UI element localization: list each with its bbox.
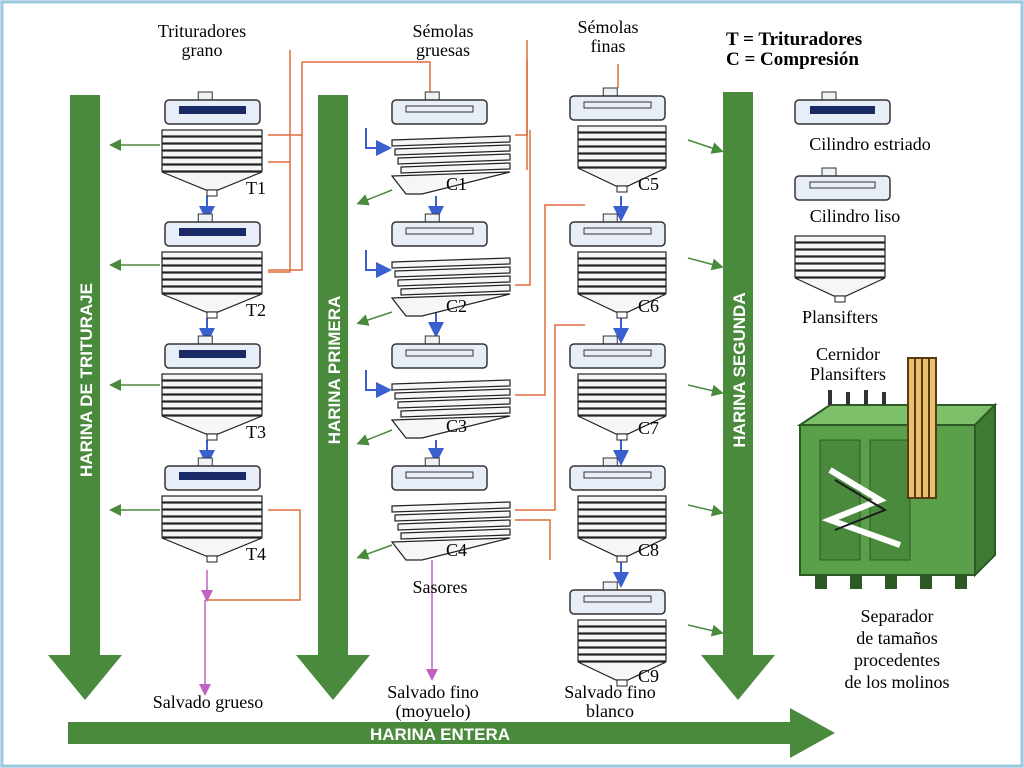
- band-label-entera: HARINA ENTERA: [370, 725, 510, 744]
- cernidor-machine-illustration: [796, 357, 998, 589]
- machine-label-t: T3: [246, 422, 266, 442]
- machine-label-c: C7: [638, 418, 659, 438]
- trituradora-machine: [161, 457, 263, 563]
- band-label-primera: HARINA PRIMERA: [325, 296, 344, 445]
- label-salvado-fino: Salvado fino: [387, 682, 479, 702]
- machine-label-c: C1: [446, 174, 467, 194]
- band-harina-trituraje: HARINA DE TRITURAJE: [48, 95, 122, 700]
- machine-label-c: C4: [446, 540, 467, 560]
- trituradora-machine: [161, 213, 263, 319]
- machine-label-c: C6: [638, 296, 659, 316]
- band-label-segunda: HARINA SEGUNDA: [730, 292, 749, 447]
- machine-label-t: T1: [246, 178, 266, 198]
- header-grano: grano: [182, 40, 223, 60]
- machine-label-c: C2: [446, 296, 467, 316]
- compresion-machine: [390, 457, 511, 561]
- machine-label-c: C3: [446, 416, 467, 436]
- legend-plansifters: Plansifters: [802, 307, 878, 327]
- legend-cilindro-estriado: Cilindro estriado: [809, 134, 930, 154]
- legend-separador-2: de tamaños: [856, 628, 937, 648]
- header-semolas-finas-2: finas: [591, 36, 626, 56]
- legend-cilindro-liso-icon: [794, 167, 891, 201]
- header-semolas-finas-1: Sémolas: [578, 17, 639, 37]
- legend-cernidor: Cernidor: [816, 344, 880, 364]
- compresion-machine: [390, 335, 511, 439]
- compresion-machine: [569, 335, 667, 441]
- legend-cernidor-plansifters: Plansifters: [810, 364, 886, 384]
- label-moyuelo: (moyuelo): [396, 701, 471, 722]
- trituradora-machine: [161, 335, 263, 441]
- compresion-machine: [390, 213, 511, 317]
- band-label-trituraje: HARINA DE TRITURAJE: [77, 283, 96, 477]
- label-salvado-fino-blanco-2: blanco: [586, 701, 634, 721]
- compresion-machine: [390, 91, 511, 195]
- machine-label-c: C5: [638, 174, 659, 194]
- label-sasores: Sasores: [413, 577, 468, 597]
- legend-plansifter-icon: [794, 235, 886, 303]
- label-salvado-fino-blanco-1: Salvado fino: [564, 682, 656, 702]
- compresion-machine: [569, 213, 667, 319]
- band-harina-entera: HARINA ENTERA: [68, 708, 835, 758]
- band-harina-segunda: HARINA SEGUNDA: [701, 92, 775, 700]
- header-trituradores: Trituradores: [158, 21, 246, 41]
- magenta-bran-arrows: [199, 560, 438, 696]
- legend-separador-3: procedentes: [854, 650, 940, 670]
- compresion-machine: [569, 87, 667, 193]
- machine-label-t: T2: [246, 300, 266, 320]
- header-semolas-gruesas-1: Sémolas: [413, 21, 474, 41]
- orange-feed-lines: [205, 40, 619, 601]
- header-semolas-gruesas-2: gruesas: [416, 40, 470, 60]
- legend-separador-1: Separador: [861, 606, 934, 626]
- label-salvado-grueso: Salvado grueso: [153, 692, 263, 712]
- machine-label-c: C8: [638, 540, 659, 560]
- legend-cilindro-liso: Cilindro liso: [810, 206, 901, 226]
- band-harina-primera: HARINA PRIMERA: [296, 95, 370, 700]
- green-flour-arrows: [109, 139, 724, 637]
- trituradora-machine: [161, 91, 263, 197]
- legend-cilindro-estriado-icon: [794, 91, 891, 125]
- compresion-machine: [569, 581, 667, 687]
- compresion-machine: [569, 457, 667, 563]
- machine-label-c: C9: [638, 666, 659, 686]
- machine-label-t: T4: [246, 544, 266, 564]
- legend-t: T = Trituradores: [726, 29, 862, 50]
- legend-c: C = Compresión: [726, 49, 859, 70]
- blue-flow-arrows: [199, 128, 629, 588]
- legend-separador-4: de los molinos: [844, 672, 949, 692]
